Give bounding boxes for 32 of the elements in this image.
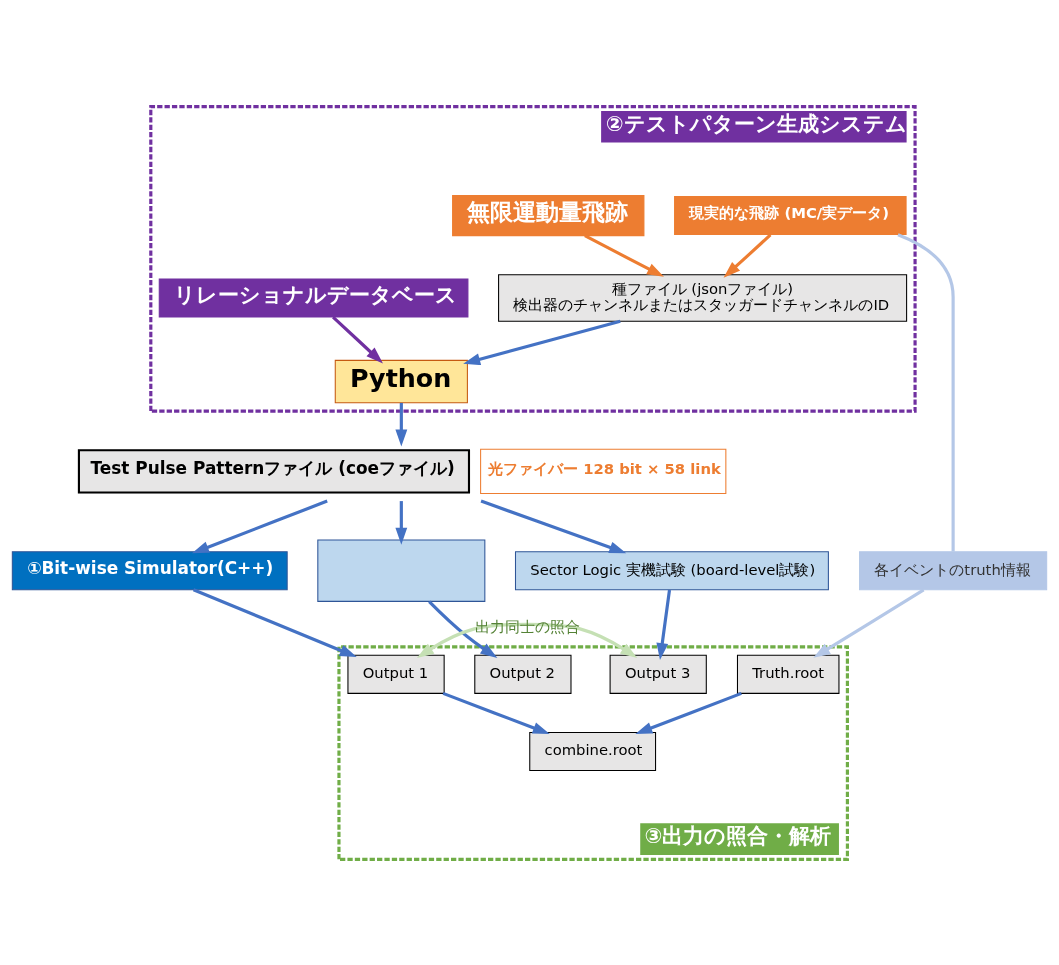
node-box: Sector Logic 実機試験 (board-level試験) [514, 550, 829, 590]
edge-label: 出力同士の照合 [474, 617, 580, 635]
node-box: 各イベントのtruth情報 [859, 550, 1048, 590]
node-box: Truth.root [736, 654, 840, 694]
connector [897, 232, 955, 551]
node-box: 無限運動量飛跡 [452, 194, 645, 236]
node-box [317, 539, 486, 602]
node-box: リレーショナルデータベース [158, 277, 469, 318]
arrow [463, 319, 621, 365]
arrow [192, 587, 357, 657]
arrow [191, 499, 328, 553]
node-box: Output 2 [474, 654, 572, 694]
arrow [813, 588, 925, 658]
node-label: 光ファイバー 128 bit × 58 link [488, 459, 721, 477]
arrow [656, 589, 672, 660]
node-box: Output 3 [609, 654, 707, 694]
arrow [723, 233, 772, 278]
arrow [635, 691, 742, 734]
arrow [480, 499, 627, 553]
arrow [332, 315, 383, 363]
node-box: 種ファイル (jsonファイル) 検出器のチャンネルまたはスタッガードチャンネルのID [498, 273, 908, 322]
node-box: Output 1 [347, 654, 445, 694]
node-box: ①Bit-wise Simulator(C++) [11, 550, 288, 590]
node-box: Python [334, 359, 468, 403]
arrow [584, 233, 664, 277]
arrow [395, 500, 408, 545]
arrow [395, 402, 408, 447]
arrow [442, 691, 550, 734]
node-box: combine.root [529, 731, 657, 771]
arrow [416, 622, 638, 658]
node-box: 現実的な飛跡 (MC/実データ) [674, 195, 907, 235]
arrow [428, 600, 498, 658]
